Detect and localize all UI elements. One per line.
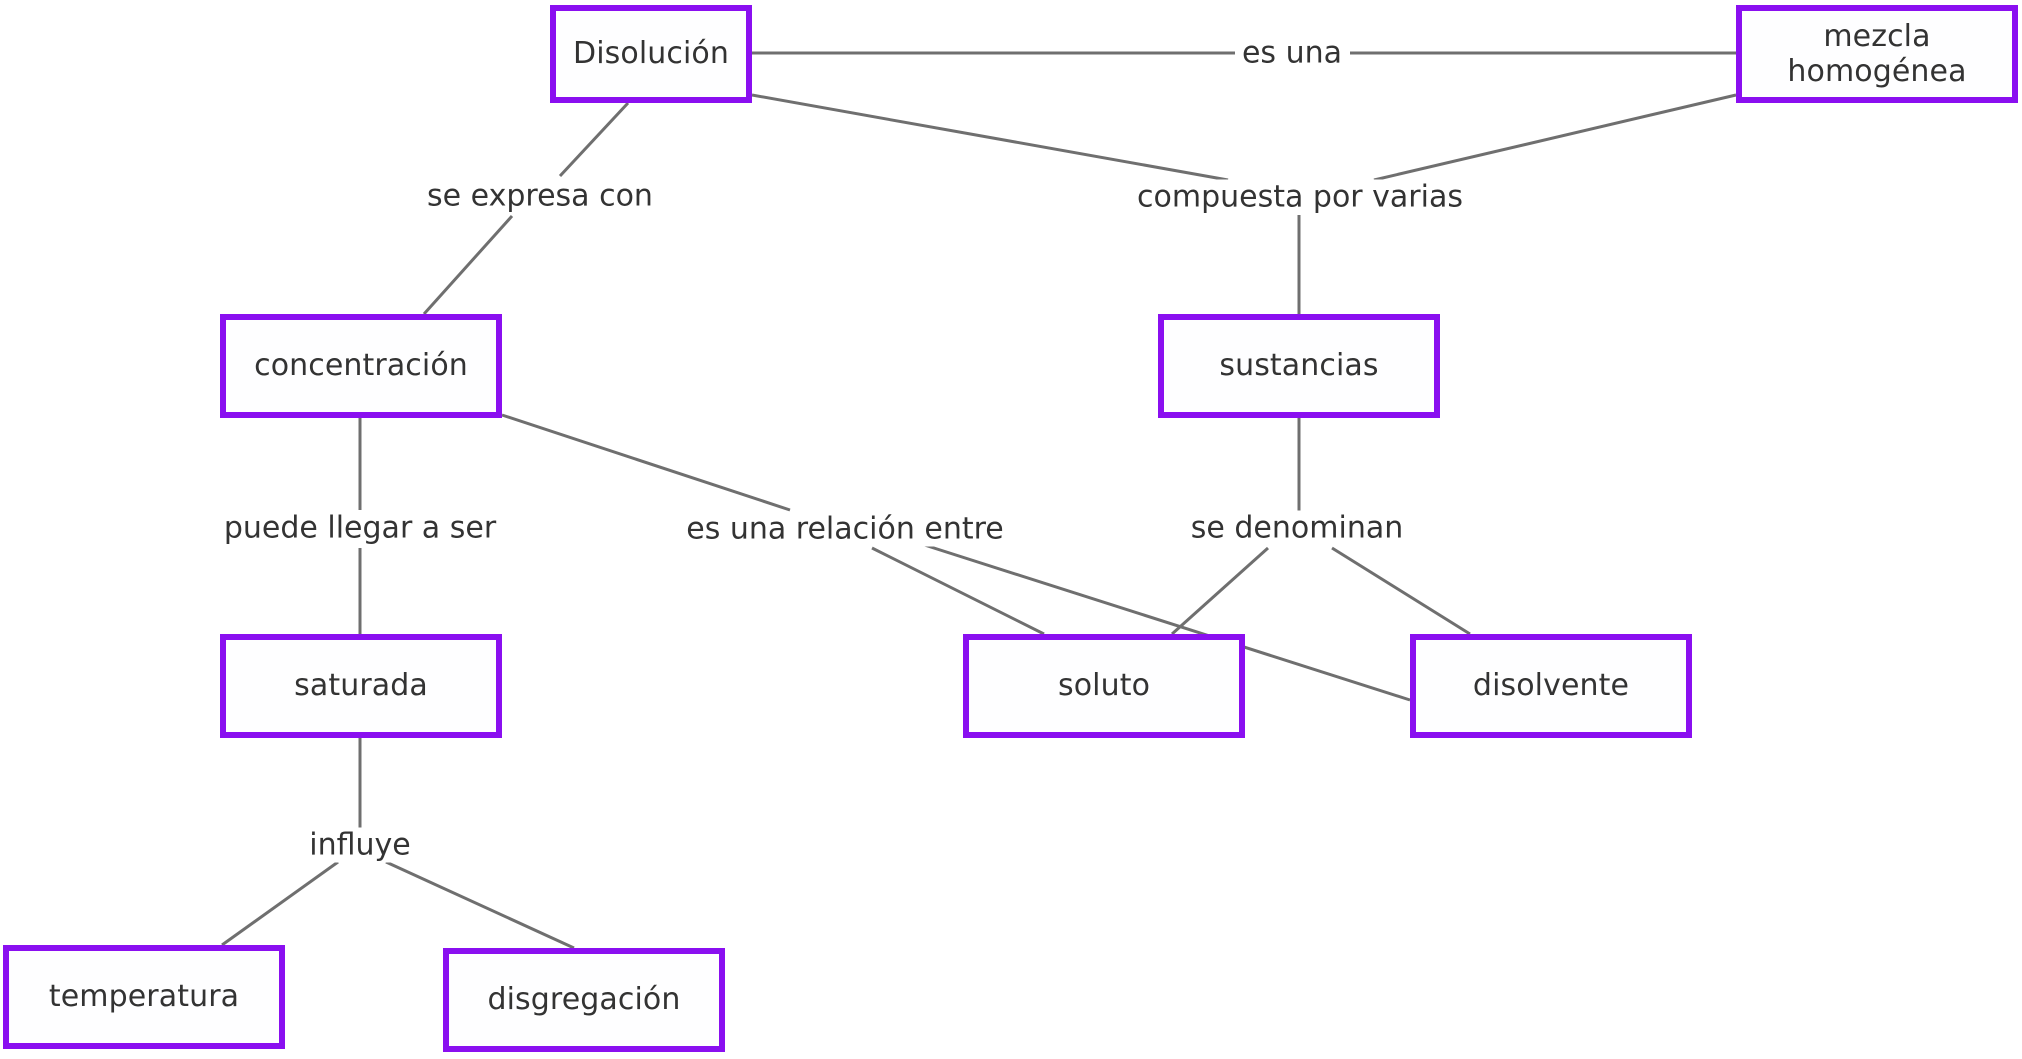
- node-mezcla[interactable]: mezcla homogénea: [1736, 5, 2018, 103]
- edge-disolucion-to-se-expresa-con: [558, 101, 630, 178]
- node-label-temperatura: temperatura: [48, 979, 240, 1015]
- node-label-disolucion: Disolución: [573, 36, 729, 72]
- edge-label-compuesta-por-varias: compuesta por varias: [1131, 179, 1469, 215]
- edge-se-denominan-to-soluto: [1170, 546, 1270, 636]
- node-disgregacion[interactable]: disgregación: [443, 948, 725, 1052]
- node-disolvente[interactable]: disolvente: [1410, 634, 1692, 738]
- edge-label-es-una-relacion-entre: es una relación entre: [680, 511, 1010, 547]
- edge-mezcla-to-compuesta: [1373, 93, 1737, 182]
- edge-se-denominan-to-disolvente: [1331, 546, 1471, 636]
- edge-label-se-denominan: se denominan: [1184, 510, 1410, 546]
- node-label-disgregacion: disgregación: [487, 982, 681, 1018]
- node-label-disolvente: disolvente: [1472, 668, 1630, 704]
- node-temperatura[interactable]: temperatura: [3, 945, 285, 1049]
- node-label-saturada: saturada: [294, 668, 428, 704]
- node-saturada[interactable]: saturada: [220, 634, 502, 738]
- node-label-soluto: soluto: [1057, 668, 1151, 704]
- edge-label-es-una: es una: [1235, 35, 1349, 71]
- node-soluto[interactable]: soluto: [963, 634, 1245, 738]
- node-label-sustancias: sustancias: [1219, 348, 1379, 384]
- node-label-mezcla: mezcla homogénea: [1787, 18, 1967, 89]
- edge-se-expresa-con-to-concentracion: [422, 214, 514, 316]
- edge-concentracion-to-es-una-relacion: [501, 413, 791, 512]
- edge-influye-to-temperatura: [221, 860, 339, 947]
- edge-disolucion-to-compuesta: [751, 93, 1229, 182]
- node-sustancias[interactable]: sustancias: [1158, 314, 1440, 418]
- edge-label-se-expresa-con: se expresa con: [421, 178, 659, 214]
- node-disolucion[interactable]: Disolución: [550, 5, 752, 103]
- node-label-concentracion: concentración: [254, 348, 468, 384]
- edge-es-una-relacion-to-soluto: [871, 546, 1045, 636]
- edge-influye-to-disgregacion: [385, 860, 575, 950]
- edge-label-influye: influye: [303, 827, 417, 863]
- node-concentracion[interactable]: concentración: [220, 314, 502, 418]
- edge-label-puede-llegar-a-ser: puede llegar a ser: [217, 510, 503, 546]
